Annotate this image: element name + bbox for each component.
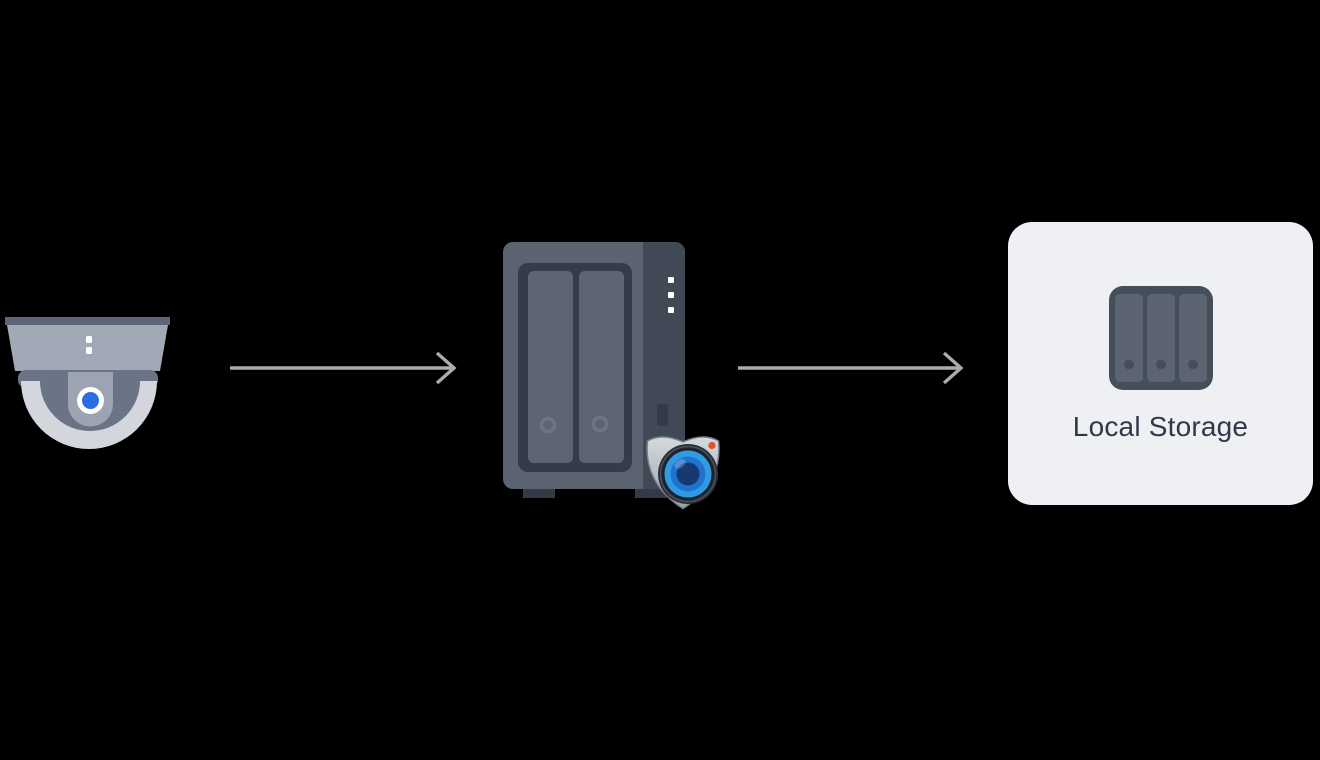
nas-bay-screw: [591, 415, 609, 433]
nas-foot: [635, 488, 667, 498]
badge-lens-pupil: [676, 462, 700, 486]
storage-drive-bar: [1146, 294, 1175, 382]
camera-lens-blue: [82, 392, 99, 409]
arrow-nas-to-storage: [738, 351, 964, 385]
storage-drive-dot: [1187, 359, 1198, 370]
local-storage-card: Local Storage: [1008, 222, 1313, 505]
badge-record-dot: [708, 441, 716, 450]
surveillance-station-icon: [646, 436, 720, 510]
camera-top-bar: [5, 317, 170, 325]
local-storage-label: Local Storage: [1072, 411, 1249, 442]
storage-drive-dot: [1123, 359, 1134, 370]
nas-status-led: [668, 292, 674, 298]
storage-drive-dot: [1155, 359, 1166, 370]
nas-side-panel: [643, 242, 685, 489]
storage-drive-bar: [1114, 294, 1143, 382]
storage-drive-bar: [1178, 294, 1207, 382]
nas-device-icon: [503, 242, 720, 510]
nas-usb-port: [657, 404, 668, 426]
arrow-camera-to-nas: [230, 351, 457, 385]
storage-drives-icon: [1108, 286, 1213, 390]
nas-status-led: [668, 277, 674, 283]
nas-bay-screw: [539, 416, 557, 434]
nas-drive-bay: [579, 271, 624, 463]
nas-foot: [523, 488, 555, 498]
camera-indicator-dot: [86, 336, 92, 343]
camera-indicator-dot: [86, 347, 92, 354]
dome-camera-icon: [5, 317, 170, 449]
nas-drive-bay: [528, 271, 573, 463]
nas-status-led: [668, 307, 674, 313]
